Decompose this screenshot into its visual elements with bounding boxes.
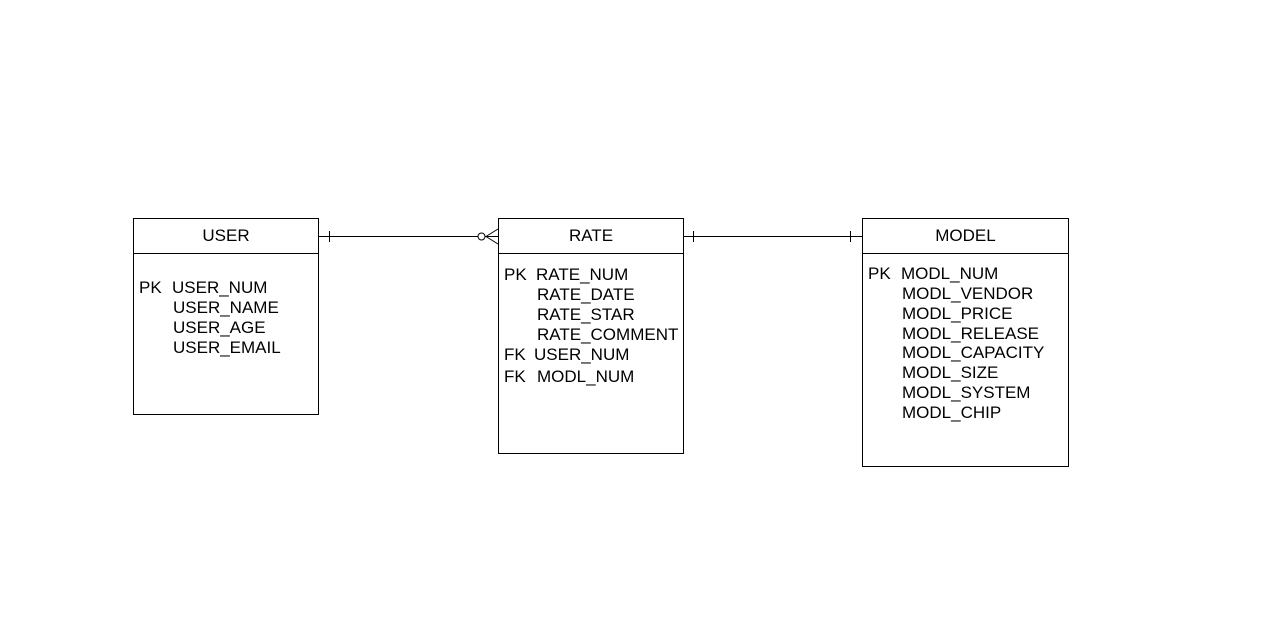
- entity-rate[interactable]: RATE PK RATE_NUM RATE_DATE RATE_STAR RAT…: [498, 218, 684, 454]
- field-name: USER_NAME: [173, 298, 279, 317]
- entity-user-title: USER: [134, 219, 318, 254]
- field-name: USER_EMAIL: [173, 338, 281, 357]
- field-name: MODL_VENDOR: [902, 284, 1034, 303]
- field-name: MODL_CHIP: [902, 403, 1002, 422]
- field-name: MODL_CAPACITY: [902, 343, 1045, 362]
- field-name: MODL_NUM: [901, 264, 999, 283]
- key-label: PK: [504, 265, 527, 284]
- key-label: FK: [504, 345, 526, 364]
- entity-user[interactable]: USER PK USER_NUM USER_NAME USER_AGE USER…: [133, 218, 319, 415]
- field-name: RATE_DATE: [537, 285, 635, 304]
- field-name: MODL_PRICE: [902, 304, 1013, 323]
- crows-foot-upper: [485, 228, 499, 237]
- field-name: RATE_NUM: [536, 265, 629, 284]
- entity-rate-title: RATE: [499, 219, 683, 254]
- field-name: USER_AGE: [173, 318, 266, 337]
- field-name: MODL_SIZE: [902, 363, 999, 382]
- key-label: PK: [868, 264, 891, 283]
- crows-foot-lower: [485, 236, 499, 245]
- entity-model[interactable]: MODEL PK MODL_NUM MODL_VENDOR MODL_PRICE…: [862, 218, 1069, 467]
- relationship-rate-model: [684, 231, 862, 242]
- field-name: USER_NUM: [534, 345, 630, 364]
- key-label: PK: [139, 278, 162, 297]
- field-name: MODL_SYSTEM: [902, 383, 1031, 402]
- field-name: USER_NUM: [172, 278, 268, 297]
- zero-marker-rate-side: [477, 232, 486, 241]
- entity-model-title: MODEL: [863, 219, 1068, 254]
- field-name: RATE_COMMENT: [537, 325, 679, 344]
- field-name: RATE_STAR: [537, 305, 635, 324]
- field-name: MODL_NUM: [537, 367, 635, 386]
- key-label: FK: [504, 367, 526, 386]
- field-name: MODL_RELEASE: [902, 324, 1039, 343]
- relationship-user-rate: [319, 228, 499, 245]
